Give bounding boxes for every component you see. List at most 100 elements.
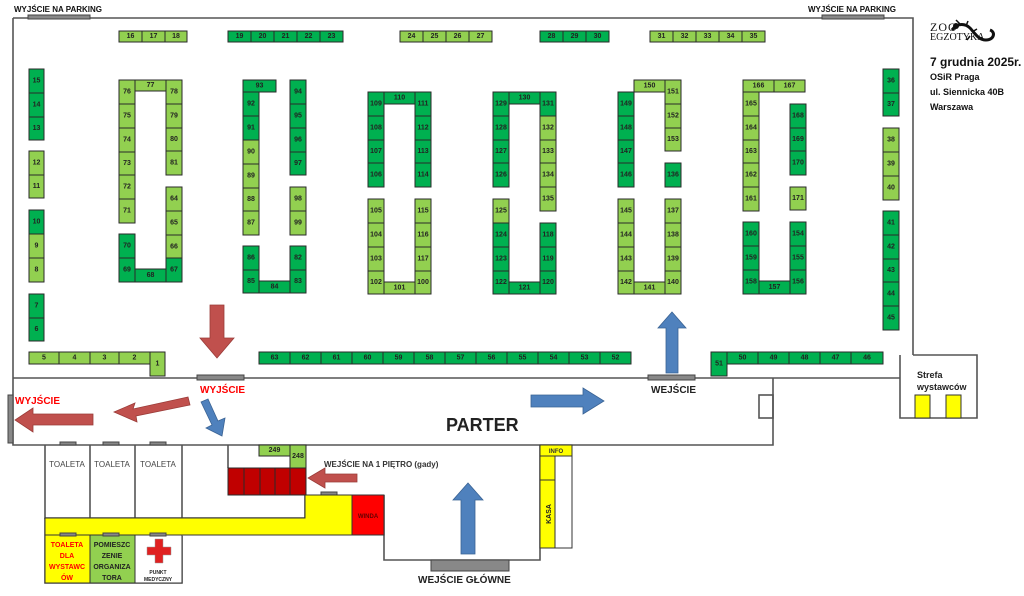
stand-box[interactable] (492, 246, 510, 272)
stair-stand[interactable] (289, 467, 307, 496)
stand-box[interactable] (672, 30, 697, 43)
stand-9[interactable]: 9 (28, 233, 45, 259)
stand-box[interactable] (444, 351, 477, 365)
stand-box[interactable] (492, 139, 510, 164)
stand-94[interactable]: 94 (289, 79, 307, 105)
stand-box[interactable] (789, 150, 807, 176)
stand-153[interactable]: 153 (664, 127, 682, 152)
stand-box[interactable] (742, 269, 760, 295)
stand-13[interactable]: 13 (28, 116, 45, 141)
stand-box[interactable] (414, 91, 432, 117)
stand-49[interactable]: 49 (757, 351, 790, 365)
stand-171[interactable]: 171 (789, 186, 807, 211)
stand-box[interactable] (320, 351, 353, 365)
stand-76[interactable]: 76 (118, 79, 136, 105)
stand-97[interactable]: 97 (289, 151, 307, 176)
stand-84[interactable]: 84 (258, 280, 291, 294)
stand-16[interactable]: 16 (118, 30, 143, 43)
stand-box[interactable] (242, 187, 260, 212)
stand-96[interactable]: 96 (289, 127, 307, 153)
stand-19[interactable]: 19 (227, 30, 252, 43)
parking-exit-door-left[interactable] (27, 14, 91, 20)
stand-box[interactable] (289, 186, 307, 212)
stand-159[interactable]: 159 (742, 245, 760, 271)
stand-91[interactable]: 91 (242, 115, 260, 141)
stand-box[interactable] (539, 162, 557, 188)
stand-18[interactable]: 18 (164, 30, 188, 43)
stand-163[interactable]: 163 (742, 139, 760, 164)
toilet-door-3[interactable] (149, 441, 167, 446)
stand-box[interactable] (250, 30, 275, 43)
stand-103[interactable]: 103 (367, 246, 385, 272)
stand-8[interactable]: 8 (28, 257, 45, 283)
stand-78[interactable]: 78 (165, 79, 183, 105)
stand-box[interactable] (367, 198, 385, 224)
stand-box[interactable] (289, 245, 307, 271)
stand-92[interactable]: 92 (242, 91, 260, 117)
stand-64[interactable]: 64 (165, 186, 183, 212)
stand-72[interactable]: 72 (118, 174, 136, 200)
stand-box[interactable] (289, 151, 307, 176)
stand-box[interactable] (789, 186, 807, 211)
stand-140[interactable]: 140 (664, 270, 682, 295)
stand-66[interactable]: 66 (165, 234, 183, 260)
stand-52[interactable]: 52 (599, 351, 632, 365)
stand-117[interactable]: 117 (414, 246, 432, 272)
stand-70[interactable]: 70 (118, 233, 136, 259)
stand-box[interactable] (243, 467, 261, 496)
exhibitor-toilet[interactable] (44, 534, 91, 584)
stand-box[interactable] (718, 30, 743, 43)
stand-box[interactable] (882, 210, 900, 236)
stand-36[interactable]: 36 (882, 68, 900, 94)
stand-box[interactable] (296, 30, 321, 43)
stand-box[interactable] (789, 269, 807, 295)
stand-150[interactable]: 150 (633, 79, 666, 93)
stand-box[interactable] (492, 198, 510, 224)
stand-box[interactable] (118, 198, 136, 224)
stand-box[interactable] (414, 139, 432, 164)
stand-box[interactable] (742, 245, 760, 271)
stand-box[interactable] (468, 30, 493, 43)
stand-box[interactable] (539, 139, 557, 164)
stand-126[interactable]: 126 (492, 162, 510, 188)
stand-box[interactable] (367, 91, 385, 117)
stand-53[interactable]: 53 (568, 351, 601, 365)
stand-86[interactable]: 86 (242, 245, 260, 271)
stand-50[interactable]: 50 (726, 351, 759, 365)
stand-141[interactable]: 141 (633, 281, 666, 295)
stand-box[interactable] (617, 91, 635, 117)
stand-162[interactable]: 162 (742, 162, 760, 188)
stand-box[interactable] (585, 30, 610, 43)
stand-box[interactable] (414, 222, 432, 248)
stand-box[interactable] (664, 198, 682, 224)
stand-164[interactable]: 164 (742, 115, 760, 141)
stand-box[interactable] (882, 258, 900, 283)
stand-147[interactable]: 147 (617, 139, 635, 164)
stand-120[interactable]: 120 (539, 270, 557, 295)
stand-169[interactable]: 169 (789, 127, 807, 152)
stand-79[interactable]: 79 (165, 103, 183, 129)
organizer-room-door[interactable] (102, 532, 120, 537)
stand-box[interactable] (508, 281, 541, 295)
stand-44[interactable]: 44 (882, 281, 900, 307)
elevator[interactable] (351, 494, 385, 536)
stand-113[interactable]: 113 (414, 139, 432, 164)
stand-39[interactable]: 39 (882, 151, 900, 177)
stand-box[interactable] (242, 79, 277, 93)
stand-30[interactable]: 30 (585, 30, 610, 43)
stand-box[interactable] (649, 30, 674, 43)
stand-80[interactable]: 80 (165, 127, 183, 152)
stand-154[interactable]: 154 (789, 221, 807, 247)
stand-67[interactable]: 67 (165, 257, 183, 283)
stand-box[interactable] (118, 127, 136, 153)
stand-118[interactable]: 118 (539, 222, 557, 248)
stand-102[interactable]: 102 (367, 270, 385, 295)
stand-box[interactable] (773, 79, 806, 93)
stand-box[interactable] (664, 103, 682, 129)
stand-box[interactable] (758, 280, 791, 295)
stand-88[interactable]: 88 (242, 187, 260, 212)
stand-15[interactable]: 15 (28, 68, 45, 94)
exit-door[interactable] (196, 374, 245, 381)
stand-29[interactable]: 29 (562, 30, 587, 43)
stand-box[interactable] (633, 79, 666, 93)
